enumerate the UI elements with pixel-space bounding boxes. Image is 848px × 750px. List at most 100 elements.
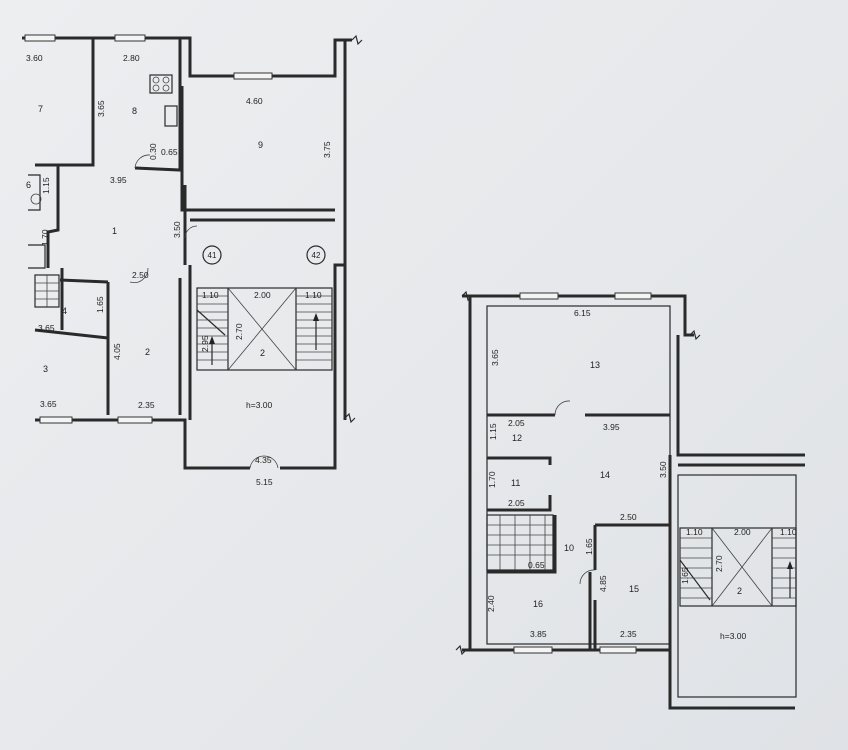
dimension: 2.50 — [620, 512, 637, 522]
wall-shaft — [28, 174, 41, 211]
room-number: 13 — [590, 360, 600, 370]
wall-7-8 — [58, 38, 95, 167]
toilet-icon — [30, 193, 42, 205]
room-number: 2 — [145, 347, 150, 357]
dimension: 4.05 — [112, 343, 122, 360]
dimension: 3.65 — [40, 399, 57, 409]
door-swing — [579, 569, 596, 585]
break-mark-right — [344, 412, 356, 424]
main-staircase — [196, 287, 333, 371]
dimension: 1.10 — [202, 290, 219, 300]
window — [614, 292, 652, 300]
left-top-wall — [22, 36, 352, 78]
room-number: 15 — [629, 584, 639, 594]
dimension: 3.85 — [530, 629, 547, 639]
wall-3-top — [34, 328, 109, 340]
dimension: 2.35 — [138, 400, 155, 410]
plan-right: 13 12 14 11 10 15 16 2 6.15 3.65 2.05 3.… — [455, 290, 805, 710]
dimension: 3.75 — [322, 141, 332, 158]
room-number: 10 — [564, 543, 574, 553]
hall-staircase — [679, 527, 797, 607]
dimension: 1.10 — [780, 527, 797, 537]
wall-9-left — [180, 86, 335, 212]
break-mark-top — [461, 290, 473, 302]
room-number: 16 — [533, 599, 543, 609]
wall-1-bottom — [59, 278, 109, 284]
dimension: 1.65 — [680, 567, 690, 584]
break-mark-right — [689, 329, 701, 341]
window — [114, 34, 146, 42]
room-number: 2 — [260, 348, 265, 358]
room-number: 2 — [737, 586, 742, 596]
right-east-wall — [676, 335, 805, 457]
window — [39, 416, 73, 424]
sink-icon — [164, 105, 178, 127]
dimension: 2.70 — [714, 555, 724, 572]
dimension: 3.65 — [490, 349, 500, 366]
stair-small-icon — [34, 274, 60, 308]
left-east-wall — [280, 40, 347, 470]
axis-bubble-42 — [306, 245, 326, 265]
dimension: 5.15 — [256, 477, 273, 487]
dimension: 2.05 — [508, 498, 525, 508]
dimension: 4.35 — [255, 455, 272, 465]
door-swing — [129, 267, 149, 283]
window — [24, 34, 56, 42]
room-number: 3 — [43, 364, 48, 374]
dimension: 1.70 — [487, 471, 497, 488]
dimension: 1.65 — [584, 538, 594, 555]
window — [117, 416, 153, 424]
burner — [152, 76, 160, 84]
dimension: 2.00 — [734, 527, 751, 537]
wall-11-bottom — [487, 495, 552, 512]
dimension: 3.95 — [110, 175, 127, 185]
dimension: 1.70 — [40, 229, 50, 246]
room-number: 6 — [26, 180, 31, 190]
burner — [152, 84, 160, 92]
dimension: 2.05 — [508, 418, 525, 428]
ceiling-height: h=3.00 — [720, 631, 747, 641]
room-number: 7 — [38, 104, 43, 114]
right-west-wall — [462, 296, 472, 652]
dimension: 1.10 — [686, 527, 703, 537]
dimension: 0.30 — [148, 143, 158, 160]
wall-stair-small-right — [487, 515, 557, 574]
room-number: 8 — [132, 106, 137, 116]
dimension: 6.15 — [574, 308, 591, 318]
axis-41: 41 — [208, 251, 217, 260]
break-mark-bottom — [455, 644, 467, 656]
burner — [162, 84, 170, 92]
axis-bubble-41 — [202, 245, 222, 265]
dimension: 2.40 — [486, 595, 496, 612]
door-swing — [554, 400, 571, 416]
room-number: 12 — [512, 433, 522, 443]
stove-icon — [149, 74, 173, 94]
dimension: 0.65 — [528, 560, 545, 570]
dimension: 0.65 — [161, 147, 178, 157]
break-mark-top — [351, 34, 363, 46]
wall-bath — [35, 163, 60, 268]
window — [519, 292, 559, 300]
left-stair-bottom — [35, 418, 250, 470]
entrance-door — [249, 455, 279, 469]
dimension: 2.00 — [254, 290, 271, 300]
dimension: 3.65 — [38, 323, 55, 333]
room-number: 9 — [258, 140, 263, 150]
room-number: 11 — [511, 478, 520, 488]
dimension: 1.15 — [41, 177, 51, 194]
window — [233, 72, 273, 80]
window — [599, 646, 637, 654]
wall-12-bottom — [487, 456, 552, 465]
dimension: 4.85 — [598, 575, 608, 592]
dimension: 2.50 — [132, 270, 149, 280]
dimension: 1.10 — [305, 290, 322, 300]
wall-bath-inner — [28, 244, 46, 269]
inner-staircase — [486, 514, 554, 571]
window — [513, 646, 553, 654]
room-number: 4 — [62, 306, 67, 316]
burner — [162, 76, 170, 84]
dimension: 1.15 — [488, 423, 498, 440]
dimension: 2.95 — [200, 335, 210, 352]
dimension: 3.50 — [172, 221, 182, 238]
